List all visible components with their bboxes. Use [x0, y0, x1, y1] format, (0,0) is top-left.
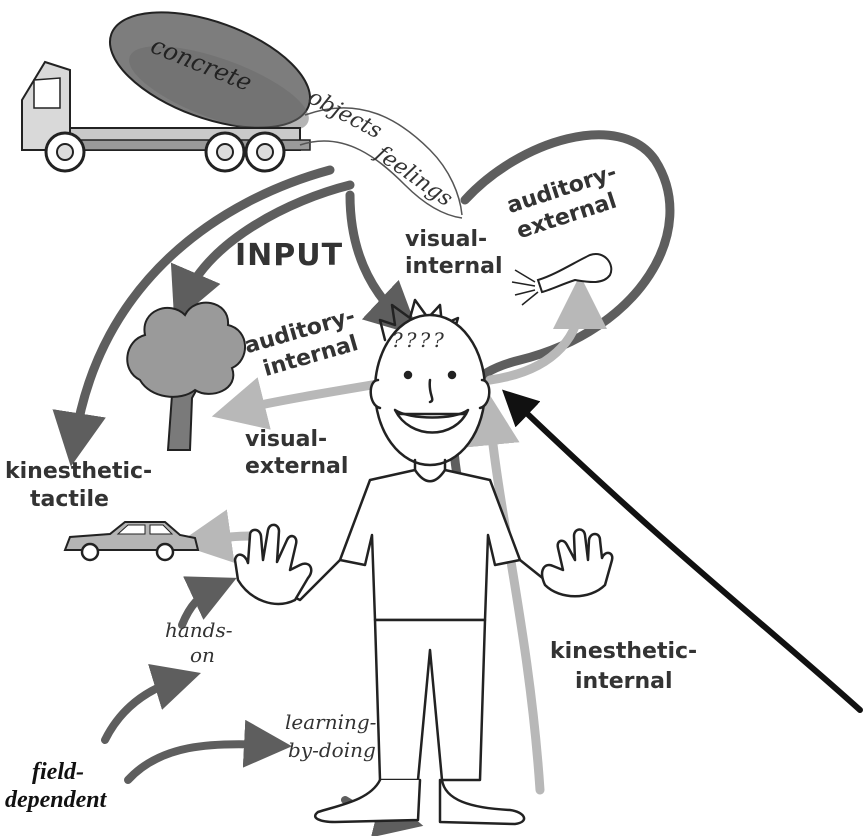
arrow-hands-on	[178, 576, 237, 629]
arrow-to-car	[177, 509, 255, 563]
hands-on-label-1: hands-	[165, 618, 233, 642]
visual-external-label-1: visual-	[245, 427, 328, 452]
person-figure	[233, 298, 614, 826]
kinesthetic-tactile-label-1: kinesthetic-	[5, 459, 153, 484]
arrow-kinesthetic-internal	[465, 391, 545, 795]
arrow-field-to-hands-on	[101, 664, 201, 744]
ear-trumpet-icon	[511, 253, 613, 306]
arrow-field-to-learning	[124, 719, 292, 784]
learning-label-2: by-doing	[288, 738, 376, 762]
objects-feelings-ribbon	[299, 107, 463, 219]
arrow-to-kinesthetic-tactile	[52, 165, 335, 467]
arrow-to-tree	[170, 180, 355, 323]
hands-on-label-2: on	[190, 643, 215, 667]
field-dependent-label-2: dependent	[5, 787, 107, 813]
arrow-visual-internal	[345, 190, 420, 337]
concrete-truck-icon	[21, 11, 312, 173]
kinesthetic-tactile-label-2: tactile	[30, 487, 109, 512]
arrow-auditory-external	[485, 275, 607, 385]
tree-icon	[126, 301, 246, 451]
kinesthetic-internal-label-2: internal	[575, 669, 673, 694]
input-label: INPUT	[235, 238, 344, 273]
kinesthetic-internal-label-1: kinesthetic-	[550, 639, 698, 664]
arrow-to-tree-light	[211, 377, 395, 430]
question-marks: ????	[392, 328, 447, 352]
learning-label-1: learning-	[285, 710, 377, 734]
visual-internal-label-2: internal	[405, 254, 503, 279]
visual-internal-label-1: visual-	[405, 227, 488, 252]
car-icon	[63, 521, 200, 562]
arrow-field-independent	[501, 389, 863, 713]
visual-external-label-2: external	[245, 454, 349, 479]
field-dependent-label-1: field-	[32, 759, 84, 785]
